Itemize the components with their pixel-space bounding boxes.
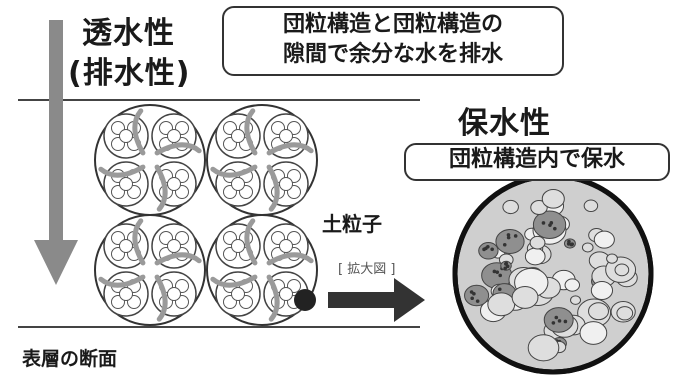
- permeation-arrow: [34, 20, 78, 285]
- soil-particle-dot: [294, 289, 316, 311]
- soil-particle: [588, 302, 609, 321]
- soil-particle: [511, 285, 539, 309]
- soil-aggregates: [94, 104, 318, 326]
- soil-particle: [478, 242, 499, 260]
- soil-particle: [495, 229, 525, 255]
- drainage-line-1: 団粒構造と団粒構造の: [282, 12, 503, 37]
- soil-particle: [616, 306, 634, 321]
- soil-particle: [564, 278, 581, 292]
- soil-particle: [606, 253, 618, 264]
- soil-particle: [530, 200, 548, 215]
- soil-particle: [570, 295, 582, 305]
- soil-particle: [579, 321, 608, 345]
- aggregate: [206, 104, 318, 216]
- soil-particle: [524, 247, 546, 266]
- soil-particle: [527, 334, 560, 362]
- soil-particle: [614, 263, 630, 277]
- soil-particle: [529, 235, 546, 250]
- soil-particle: [581, 242, 594, 253]
- aggregate: [94, 104, 206, 216]
- enlarge-arrow: [328, 278, 425, 322]
- soil-particle: [464, 284, 490, 307]
- soil-particle: [593, 230, 615, 249]
- soil-particle: [583, 199, 599, 213]
- soil-particle-label: 土粒子: [322, 212, 382, 236]
- drainage-line-2: 隙間で余分な水を排水: [282, 42, 503, 67]
- drainage-callout: 団粒構造と団粒構造の 隙間で余分な水を排水: [222, 6, 564, 76]
- soil-particle: [541, 188, 565, 209]
- aggregate: [206, 214, 318, 326]
- cross-section-label: 表層の断面: [22, 348, 118, 370]
- enlarged-view: [452, 173, 654, 375]
- soil-particle: [487, 292, 516, 317]
- enlarged-label: [ 拡大図 ]: [338, 262, 396, 277]
- permeability-title: 透水性: [82, 16, 175, 51]
- soil-particle: [590, 280, 614, 301]
- aggregate: [94, 214, 206, 326]
- soil-particle: [502, 199, 519, 215]
- permeability-subtitle: (排水性): [68, 56, 191, 91]
- retention-title: 保水性: [458, 106, 551, 141]
- retention-callout: 団粒構造内で保水: [404, 143, 670, 181]
